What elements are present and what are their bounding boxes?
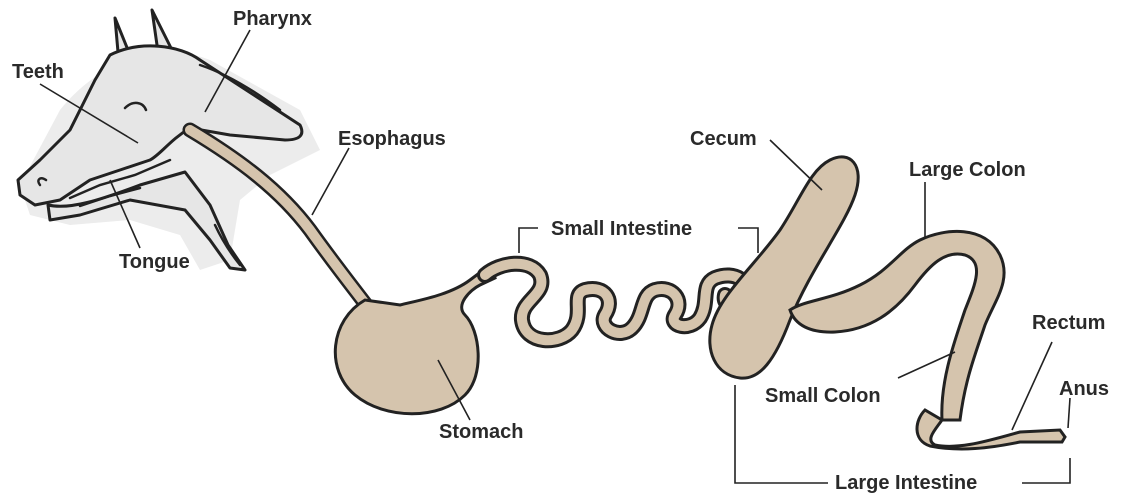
- small-intestine-bracket: [519, 228, 538, 253]
- small-intestine-label: Small Intestine: [551, 218, 692, 240]
- esophagus-label: Esophagus: [338, 128, 446, 150]
- cecum: [710, 157, 858, 378]
- anus-label: Anus: [1059, 378, 1109, 400]
- teeth-label: Teeth: [12, 61, 64, 83]
- rectum-leader: [1012, 342, 1052, 430]
- small-colon: [917, 410, 1065, 449]
- esophagus-leader: [312, 148, 349, 215]
- tongue-label: Tongue: [119, 251, 190, 273]
- cecum-leader: [770, 140, 822, 190]
- small-colon-label: Small Colon: [765, 385, 881, 407]
- cecum-label: Cecum: [690, 128, 757, 150]
- large-colon-label: Large Colon: [909, 159, 1026, 181]
- large-intestine-label: Large Intestine: [835, 472, 977, 494]
- pharynx-label: Pharynx: [233, 8, 312, 30]
- rectum-label: Rectum: [1032, 312, 1105, 334]
- stomach-label: Stomach: [439, 421, 523, 443]
- anus-leader: [1068, 398, 1070, 428]
